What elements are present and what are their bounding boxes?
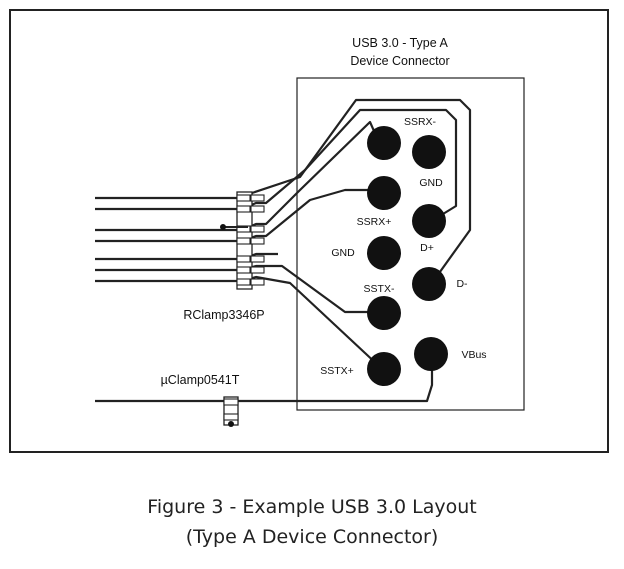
trace-sstx-minus <box>95 264 382 314</box>
traces <box>95 98 472 403</box>
trace-d-plus <box>95 108 458 223</box>
rclamp-package <box>220 191 265 290</box>
rclamp-label: RClamp3346P <box>183 308 264 322</box>
pin-label-vbus: VBus <box>461 349 486 361</box>
diagram-canvas: USB 3.0 - Type A Device Connector <box>9 9 609 453</box>
figure-caption: Figure 3 - Example USB 3.0 Layout (Type … <box>0 492 624 552</box>
caption-line2: (Type A Device Connector) <box>185 526 439 548</box>
pin-ssrx-minus <box>367 126 401 160</box>
pin-ssrx-plus <box>367 176 401 210</box>
pin-d-minus <box>412 267 446 301</box>
pin-label-d-plus: D+ <box>420 242 434 254</box>
pin-label-sstx-minus: SSTX- <box>364 283 395 295</box>
connector-body <box>296 77 525 411</box>
pin-label-gnd-top: GND <box>419 177 443 189</box>
connector-title-line2: Device Connector <box>350 54 449 68</box>
connector-title-line1: USB 3.0 - Type A <box>352 36 448 50</box>
pin-sstx-minus <box>367 296 401 330</box>
uclamp-ground-via <box>228 421 234 427</box>
connector-pins <box>367 126 448 386</box>
pin-gnd-top <box>412 135 446 169</box>
pin-label-d-minus: D- <box>456 278 468 290</box>
rclamp-ground-via <box>220 224 226 230</box>
caption-line1: Figure 3 - Example USB 3.0 Layout <box>147 496 477 518</box>
pin-label-sstx-plus: SSTX+ <box>320 365 354 377</box>
pin-label-gnd-mid: GND <box>331 247 355 259</box>
pin-label-ssrx-plus: SSRX+ <box>357 216 392 228</box>
uclamp-package <box>223 396 239 427</box>
usb-layout-diagram: USB 3.0 - Type A Device Connector <box>9 9 609 453</box>
pin-gnd-mid <box>367 236 401 270</box>
pin-vbus <box>414 337 448 371</box>
pin-d-plus <box>412 204 446 238</box>
uclamp-label: µClamp0541T <box>161 373 240 387</box>
outer-border <box>9 9 609 453</box>
pin-label-ssrx-minus: SSRX- <box>404 116 437 128</box>
trace-sstx-plus <box>95 275 381 368</box>
pin-sstx-plus <box>367 352 401 386</box>
